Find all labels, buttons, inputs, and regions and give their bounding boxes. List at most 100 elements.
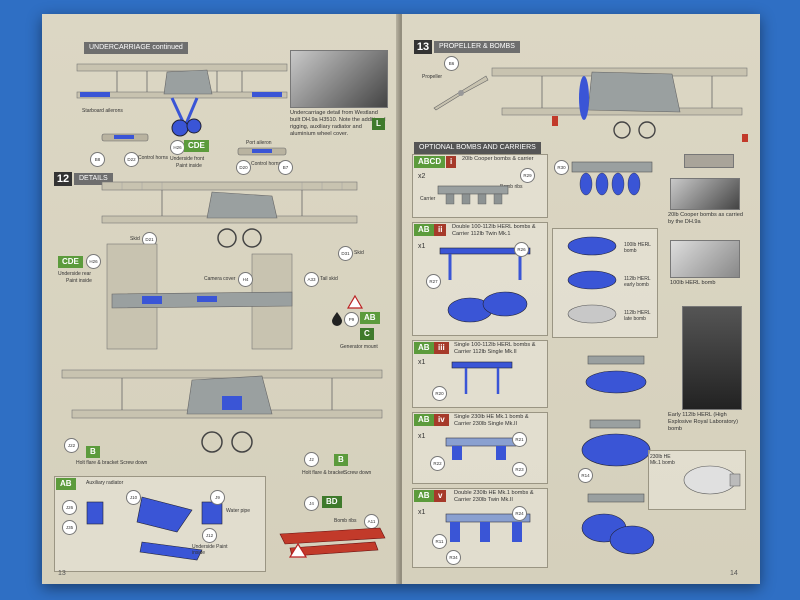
part-R24: R24 xyxy=(512,506,527,521)
underside-front-label: Underside front xyxy=(170,156,205,162)
herl-bomb-variants xyxy=(567,236,617,324)
left-page: UNDERCARRIAGE continued Starboard ailero… xyxy=(42,14,400,584)
230lb-twin-carrier-part xyxy=(445,513,531,542)
option-v-title: Double 230lb HE Mk.1 bombs & Carrier 230… xyxy=(454,490,534,503)
tag-bd: BD xyxy=(322,496,342,508)
part-H26-top: H26 xyxy=(170,140,185,155)
glue-icon xyxy=(332,312,342,326)
cooper-carrier-part xyxy=(437,185,509,205)
single-herl-bomb-fitted xyxy=(585,355,647,394)
generator-mount-label: Generator mount xyxy=(340,344,378,350)
option-iv-tag: AB xyxy=(414,414,434,426)
option-i-tag: ABCD xyxy=(414,156,446,168)
lower-biplane-illustration xyxy=(61,369,383,453)
cooper-bombs-photo xyxy=(670,178,740,210)
herl-100lb-photo xyxy=(670,240,740,278)
part-R21: R21 xyxy=(512,432,527,447)
option-v-tag: AB xyxy=(414,490,434,502)
port-aileron-label: Port aileron xyxy=(246,140,272,146)
option-i-carrier: Carrier xyxy=(420,196,436,202)
option-ii-roman: ii xyxy=(434,224,447,236)
page-number-left: 13 xyxy=(58,570,66,577)
single-herl-carrier-part xyxy=(451,361,513,394)
propeller-label: Propeller xyxy=(422,74,443,80)
control-horns-label-2: Control horns xyxy=(251,161,282,167)
screw-down-label-2: Screw down xyxy=(344,470,372,476)
screw-down-label-1: Screw down xyxy=(120,460,148,466)
warning-triangle-icon xyxy=(346,294,364,309)
part-R22: R22 xyxy=(430,456,445,471)
part-R11: R11 xyxy=(432,534,447,549)
underside-plan-view xyxy=(106,243,293,350)
bomb-ribs-part xyxy=(279,527,386,557)
starboard-ailerons-label: Starboard ailerons xyxy=(82,108,123,114)
tag-l: L xyxy=(372,118,385,130)
starboard-aileron-part xyxy=(101,133,149,142)
tag-ab-radiator: AB xyxy=(56,478,76,490)
option-iv-title: Single 230lb HE Mk.1 bomb & Carrier 230l… xyxy=(454,414,529,427)
early-herl-caption: Early 112lb HERL (High Explosive Royal L… xyxy=(668,412,738,432)
part-D31: D31 xyxy=(338,246,353,261)
holt-flare-label-2: Holt flare & bracket xyxy=(302,470,345,476)
port-aileron-part xyxy=(237,147,287,156)
option-iii-roman: iii xyxy=(434,342,449,354)
part-R29: R29 xyxy=(520,168,535,183)
option-i-title: 20lb Cooper bombs & carrier xyxy=(462,156,534,162)
paint-inside-label-2: Paint inside xyxy=(66,278,92,284)
part-A11: A11 xyxy=(364,514,379,529)
part-D22: D22 xyxy=(124,152,139,167)
230lb-he-bomb-label: 230lb HE Mk.1 bomb xyxy=(650,454,675,466)
booklet-fold xyxy=(396,14,406,584)
part-J26: J26 xyxy=(62,500,77,515)
part-B6: B6 xyxy=(444,56,459,71)
part-P9: P9 xyxy=(344,312,359,327)
option-i-qty: x2 xyxy=(418,173,426,180)
optional-bombs-banner: OPTIONAL BOMBS AND CARRIERS xyxy=(414,142,541,154)
part-H26-mid: H26 xyxy=(86,254,101,269)
page-number-right: 14 xyxy=(730,570,738,577)
step-12-number: 12 xyxy=(54,172,72,186)
option-i-roman: i xyxy=(446,156,457,168)
tail-skid-label: Tail skid xyxy=(320,276,338,282)
bomber-biplane-illustration xyxy=(491,67,748,142)
bomb-ribs-label: Bomb ribs xyxy=(334,518,357,524)
instruction-booklet: UNDERCARRIAGE continued Starboard ailero… xyxy=(42,14,760,584)
part-R23: R23 xyxy=(512,462,527,477)
option-v-roman: v xyxy=(434,490,447,502)
undercarriage-detail-photo xyxy=(290,50,388,108)
propeller-bombs-banner: PROPELLER & BOMBS xyxy=(434,41,520,53)
option-symbols-strip xyxy=(684,154,734,168)
undercarriage-biplane-illustration xyxy=(76,63,288,137)
water-pipe-label: Water pipe xyxy=(226,508,250,514)
part-R34: R34 xyxy=(446,550,461,565)
right-page: 13 PROPELLER & BOMBS B6 Propeller OPTION… xyxy=(402,14,760,584)
part-J22-left: J22 xyxy=(64,438,79,453)
part-D20: D20 xyxy=(236,160,251,175)
option-ii-qty: x1 xyxy=(418,243,426,250)
paint-inside-label-1: Paint inside xyxy=(176,163,202,169)
twin-herl-carrier-part xyxy=(439,247,531,323)
part-H4: H4 xyxy=(238,272,253,287)
undercarriage-continued-banner: UNDERCARRIAGE continued xyxy=(84,42,188,54)
auxiliary-radiator-label: Auxiliary radiator xyxy=(86,480,124,486)
option-ii-title: Double 100-112lb HERL bombs & Carrier 11… xyxy=(452,224,536,237)
cooper-photo-caption: 20lb Cooper bombs as carried by the DH.9… xyxy=(668,212,743,225)
tag-b-left: B xyxy=(86,446,100,458)
part-J12: J12 xyxy=(202,528,217,543)
part-B7: B7 xyxy=(278,160,293,175)
option-i-sub: Bomb ribs xyxy=(500,184,523,190)
option-iii-title: Single 100-112lb HERL bombs & Carrier 11… xyxy=(454,342,536,355)
option-ii-tag: AB xyxy=(414,224,434,236)
propeller-part xyxy=(433,75,489,111)
part-R14: R14 xyxy=(578,468,593,483)
herl-112lb-late-label: 112lb HERL late bomb xyxy=(624,310,651,322)
details-biplane-side-view xyxy=(101,181,358,248)
230lb-twin-bombs-fitted xyxy=(581,493,655,555)
skid-label-left: Skid xyxy=(130,236,140,242)
radiator-parts-illustration xyxy=(86,496,223,561)
herl-photo-caption: 100lb HERL bomb xyxy=(670,280,716,286)
caution-triangle-icon xyxy=(288,542,308,558)
part-J4: J4 xyxy=(304,496,319,511)
part-A33: A33 xyxy=(304,272,319,287)
control-horns-label-1: Control horns xyxy=(138,155,169,161)
